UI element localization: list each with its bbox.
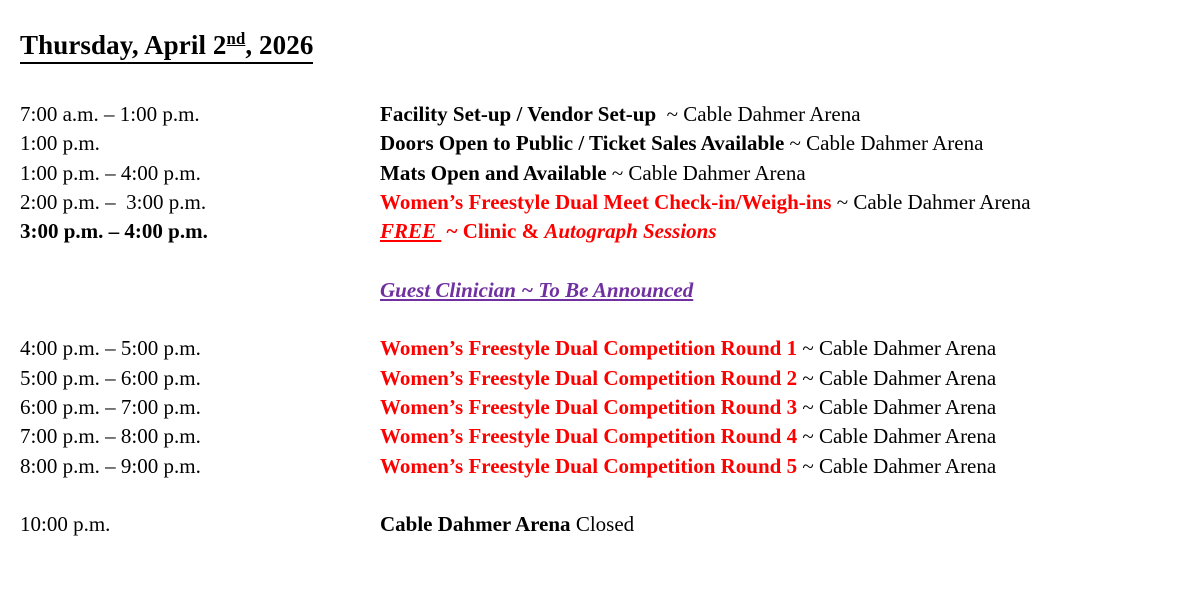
schedule-row-time: 5:00 p.m. – 6:00 p.m. [20,365,201,390]
schedule-row-event: Guest Clinician ~ To Be Announced [380,276,1185,305]
schedule-row-event-segment: ~ Cable Dahmer Arena [661,102,861,126]
schedule-row: 3:00 p.m. – 4:00 p.m. FREE ~ Clinic & Aut… [20,217,1185,246]
page-title: Thursday, April 2nd, 2026 [20,29,314,65]
schedule-row-event: Facility Set-up / Vendor Set-up ~ Cable … [380,100,1185,129]
schedule-row-event-segment: Facility Set-up / Vendor Set-up [380,102,662,126]
schedule-row-event-segment: ~ Cable Dahmer Arena [606,160,806,185]
schedule-row: 1:00 p.m. Doors Open to Public / Ticket S… [20,129,1185,158]
schedule-row-time: 7:00 a.m. – 1:00 p.m. [20,102,200,126]
schedule-row-time: 1:00 p.m. – 4:00 p.m. [20,160,201,185]
schedule-row-event-segment: Doors Open to Public / Ticket Sales Avai… [380,131,785,156]
schedule-row-event-segment: Cable Dahmer Arena [380,512,571,537]
schedule-row-event-segment: ~ Cable Dahmer Arena [784,131,984,156]
schedule-row-time: 10:00 p.m. [20,512,111,537]
schedule-row-event-segment: ~ Clinic & [441,219,545,244]
schedule-row: Guest Clinician ~ To Be Announced [20,276,1185,305]
schedule-row-event: Women’s Freestyle Dual Competition Round… [380,364,1185,393]
schedule-row-event-segment: Autograph Sessions [544,219,717,244]
schedule-row-event: Women’s Freestyle Dual Meet Check-in/Wei… [380,188,1185,217]
schedule-row: 1:00 p.m. – 4:00 p.m. Mats Open and Avail… [20,159,1185,188]
schedule-row-event-segment: Mats Open and Available [380,160,607,185]
schedule-row: 5:00 p.m. – 6:00 p.m. Women’s Freestyle D… [20,364,1185,393]
schedule-row: 4:00 p.m. – 5:00 p.m. Women’s Freestyle D… [20,334,1185,363]
schedule-row-time: 3:00 p.m. – 4:00 p.m. [20,219,208,244]
schedule-row-event-segment: Women’s Freestyle Dual Competition Round… [380,336,798,361]
schedule-row-event-segment: ~ Cable Dahmer Arena [797,394,997,419]
schedule-row-time: 7:00 p.m. – 8:00 p.m. [20,424,201,449]
schedule-row: 7:00 p.m. – 8:00 p.m. Women’s Freestyle D… [20,422,1185,451]
schedule-row-event-segment: Women’s Freestyle Dual Competition Round… [380,365,798,390]
schedule-row-event-segment: Guest Clinician ~ To Be Announced [380,277,694,302]
schedule-row-event: Women’s Freestyle Dual Competition Round… [380,334,1185,363]
schedule-row-event-segment: Women’s Freestyle Dual Competition Round… [380,394,798,419]
schedule-row-event: Women’s Freestyle Dual Competition Round… [380,393,1185,422]
schedule-row-event-segment: Women’s Freestyle Dual Competition Round… [380,424,798,449]
schedule-row-event: Mats Open and Available ~ Cable Dahmer A… [380,159,1185,188]
schedule-row-time: 2:00 p.m. – 3:00 p.m. [20,189,207,214]
schedule-row: 10:00 p.m. Cable Dahmer Arena Closed [20,510,1185,539]
schedule-row: 8:00 p.m. – 9:00 p.m. Women’s Freestyle D… [20,452,1185,481]
schedule-row-time: 1:00 p.m. [20,131,100,156]
page-title-date-prefix: Thursday, April 2 [20,30,227,60]
schedule-row-time: 8:00 p.m. – 9:00 p.m. [20,453,201,478]
schedule-row-event: FREE ~ Clinic & Autograph Sessions [380,217,1185,246]
schedule-row: 2:00 p.m. – 3:00 p.m. Women’s Freestyle D… [20,188,1185,217]
schedule-row-event-segment: ~ Cable Dahmer Arena [797,453,997,478]
schedule-row-event: Women’s Freestyle Dual Competition Round… [380,422,1185,451]
schedule-row: 7:00 a.m. – 1:00 p.m. Facility Set-up / V… [20,100,1185,129]
schedule-row-time: 6:00 p.m. – 7:00 p.m. [20,394,201,419]
schedule-row-event-segment: ~ Cable Dahmer Arena [797,424,997,449]
schedule-row-event-segment: Closed [570,512,635,537]
schedule-row: 6:00 p.m. – 7:00 p.m. Women’s Freestyle D… [20,393,1185,422]
schedule-row-event-segment: ~ Cable Dahmer Arena [797,365,997,390]
schedule-row-event: Doors Open to Public / Ticket Sales Avai… [380,129,1185,158]
schedule-spacer-row [20,481,1185,510]
page-title-ordinal-suffix: nd [226,29,246,48]
schedule-row-event-segment: Women’s Freestyle Dual Competition Round… [380,453,798,478]
page-title-year: , 2026 [245,30,314,60]
schedule-spacer-row [20,246,1185,275]
schedule-row-event-segment: ~ Cable Dahmer Arena [797,336,997,361]
schedule-row-event-segment: ~ Cable Dahmer Arena [831,189,1031,214]
schedule-row-event: Women’s Freestyle Dual Competition Round… [380,452,1185,481]
schedule-spacer-row [20,305,1185,334]
schedule-row-event-segment: Women’s Freestyle Dual Meet Check-in/Wei… [380,189,832,214]
schedule-row-event-segment: FREE [380,219,442,244]
schedule-row-event: Cable Dahmer Arena Closed [380,510,1185,539]
schedule-list: 7:00 a.m. – 1:00 p.m. Facility Set-up / V… [20,100,1185,539]
schedule-row-time: 4:00 p.m. – 5:00 p.m. [20,336,201,361]
